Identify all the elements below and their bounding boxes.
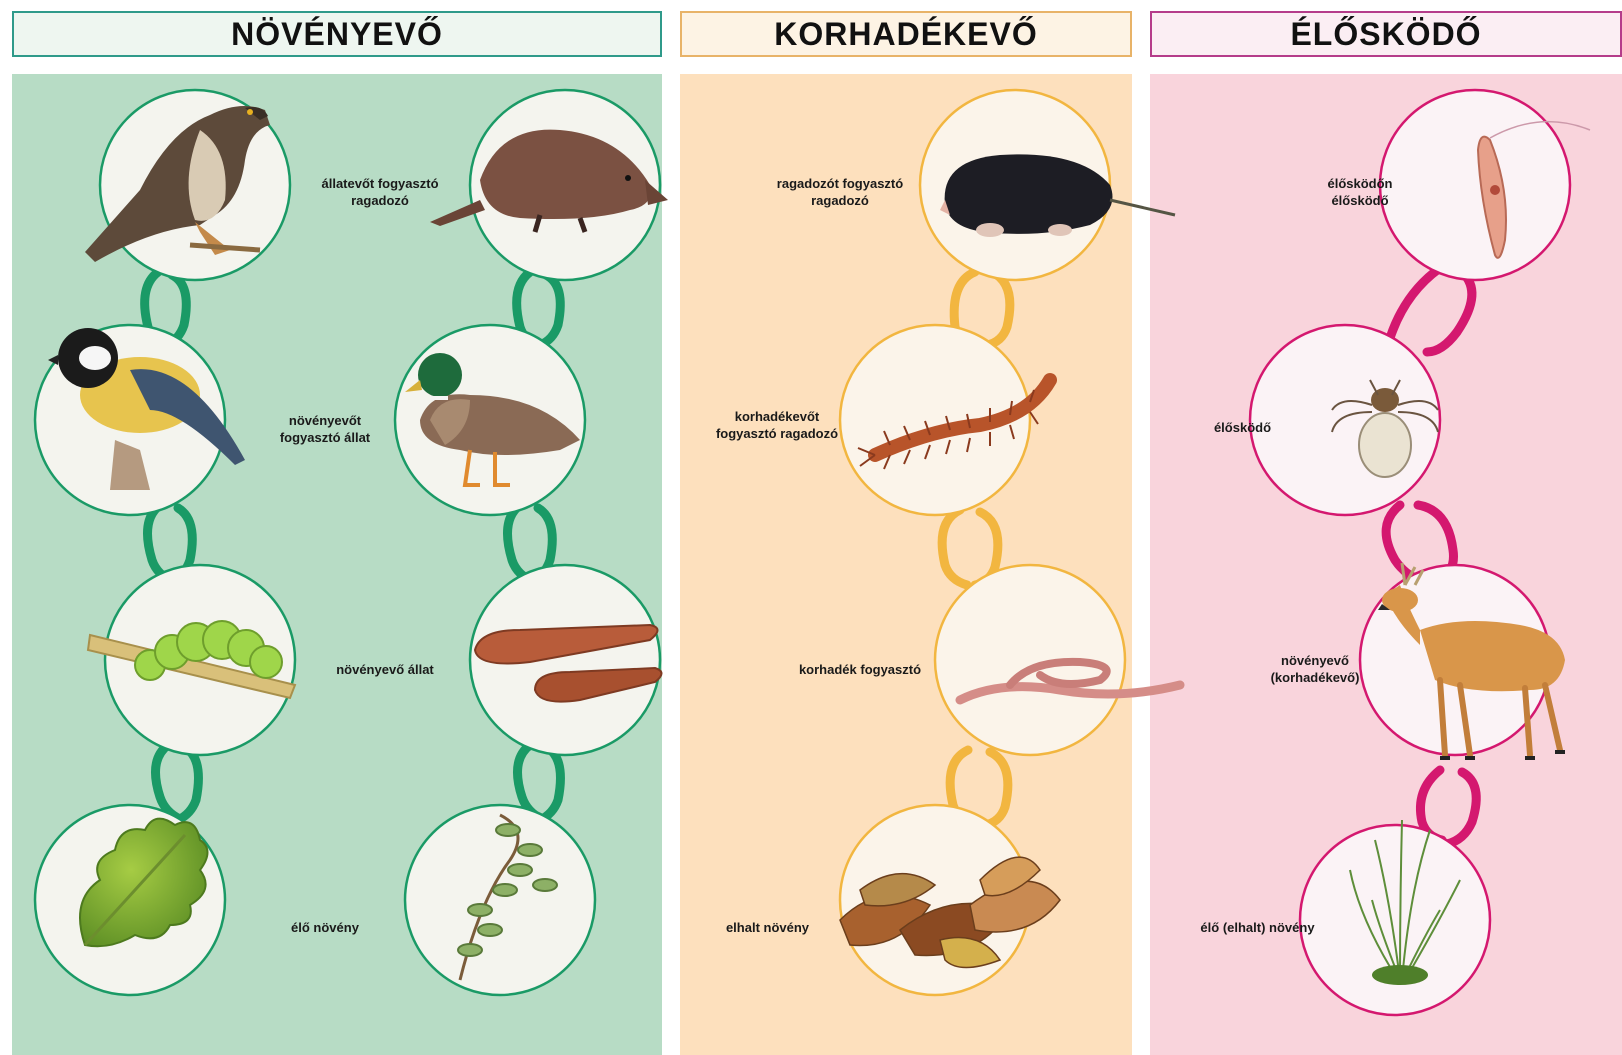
label-korhadek-fogyaszto: korhadék fogyasztó [775,661,945,678]
label-eloskodo: élősködő [1200,419,1285,436]
label-elhalt-noveny: elhalt növény [705,919,830,936]
mole-icon [940,154,1175,237]
circle-earthworm [935,565,1125,755]
label-novenyevo-korhadekevo: növényevő(korhadékevő) [1255,652,1375,686]
label-novenyevo-allat: növényevő állat [310,661,460,678]
label-elo-elhalt-noveny: élő (elhalt) növény [1180,919,1335,936]
label-elo-noveny: élő növény [250,919,400,936]
